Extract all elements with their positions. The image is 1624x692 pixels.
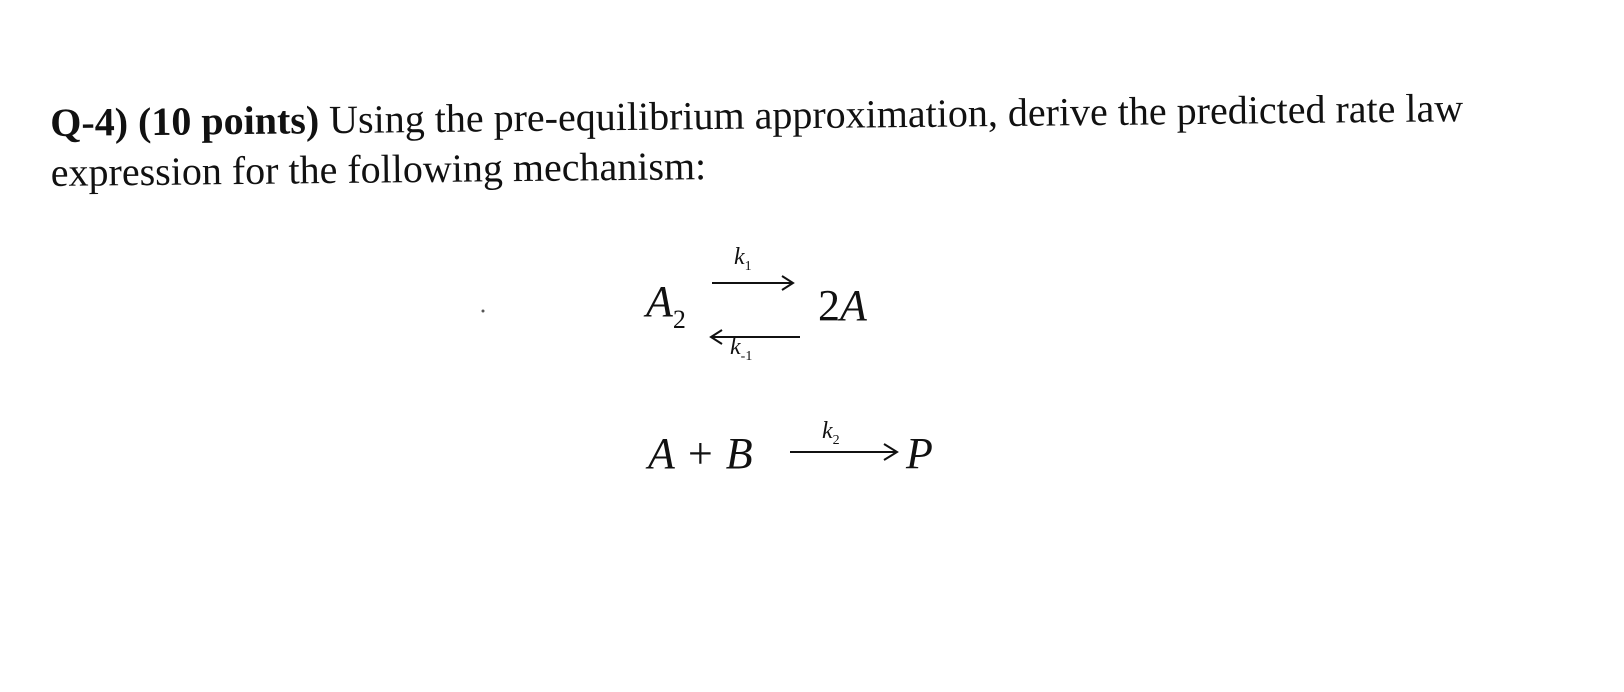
step1-product-symbol: A <box>840 281 867 330</box>
step1-reactant-subscript: 2 <box>672 305 686 334</box>
step1-reverse-k-sub: -1 <box>740 349 753 364</box>
question-text: Q-4) (10 points) Using the pre-equilibri… <box>50 83 1531 198</box>
step1-reactant-symbol: A <box>646 277 673 326</box>
step2-k-sub: 2 <box>832 433 840 448</box>
step1-reverse-rate-constant: k-1 <box>730 334 753 364</box>
step1-product: 2A <box>818 280 867 331</box>
question-label: Q-4) <box>50 99 129 145</box>
step1-reactant: A2 <box>646 276 686 334</box>
step2-k: k <box>822 418 833 444</box>
step1-reverse-arrow <box>709 329 800 345</box>
question-points: (10 points) <box>137 97 320 145</box>
step2-rate-constant: k2 <box>822 418 840 448</box>
step1-forward-k: k <box>734 244 745 270</box>
step1-forward-arrow <box>712 275 795 291</box>
step1-reverse-k: k <box>730 334 741 360</box>
step1-forward-rate-constant: k1 <box>734 244 752 274</box>
scan-speck <box>481 309 485 313</box>
step2-arrow <box>790 443 899 461</box>
step2-product: P <box>906 429 933 478</box>
step1-forward-k-sub: 1 <box>744 259 752 274</box>
step2-reactants: A + B <box>648 429 753 478</box>
step1-product-coefficient: 2 <box>818 281 840 330</box>
